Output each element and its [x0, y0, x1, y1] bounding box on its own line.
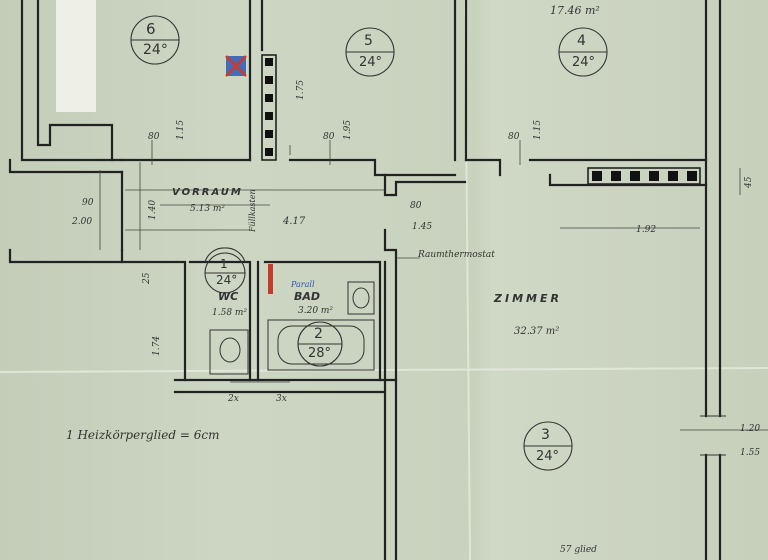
- wall: [8, 248, 187, 382]
- room-temp-6: 24°: [143, 42, 168, 58]
- room-number-1: 1: [220, 257, 228, 271]
- room-temp-5: 24°: [359, 55, 383, 70]
- wall: [383, 228, 398, 262]
- chimney-shaft: [587, 167, 701, 185]
- dimension-label: 90: [82, 198, 94, 208]
- room-number-5: 5: [364, 33, 373, 49]
- paper-patch: [56, 0, 96, 112]
- toilet-fixture: [209, 329, 249, 375]
- room-name-vorraum: VORRAUM: [172, 187, 243, 198]
- wall: [548, 173, 708, 187]
- meter-marker: [225, 55, 247, 77]
- wall: [288, 158, 457, 177]
- dimension-label: 1.45: [412, 222, 433, 232]
- radiator-mark: [268, 264, 273, 294]
- room-marker-4: [558, 27, 608, 77]
- room-area-vorraum: 5.13 m²: [190, 204, 226, 214]
- room-number-4: 4: [577, 33, 586, 49]
- dimension-label: 1.92: [636, 225, 657, 235]
- room-marker-1: [204, 252, 246, 294]
- room-name-bad: BAD: [294, 290, 321, 303]
- wall: [8, 158, 124, 174]
- dimension-label: 1.75: [296, 79, 306, 100]
- wall: [36, 0, 114, 162]
- dimension-label: 80: [508, 132, 520, 142]
- room-name-zimmer: ZIMMER: [494, 292, 562, 305]
- sink-fixture: [347, 281, 375, 315]
- dimension-label: 2.00: [72, 217, 93, 227]
- dimension-label: 1.15: [176, 119, 186, 140]
- room-temp-4: 24°: [572, 55, 596, 70]
- room-area-bad: 3.20 m²: [298, 306, 334, 316]
- wall: [263, 260, 382, 382]
- bottom-note: 57 glied: [560, 545, 597, 555]
- door-swing: [224, 247, 246, 263]
- element-count-a: 2x: [228, 394, 239, 404]
- room-number-2: 2: [314, 326, 323, 342]
- dimension-label: 45: [744, 176, 754, 188]
- room-area-wc: 1.58 m²: [212, 308, 248, 318]
- dimension-label: 1.55: [740, 448, 761, 458]
- dimension-label: 1.15: [533, 119, 543, 140]
- dimension-lines: [99, 140, 768, 431]
- room-name-wc: WC: [218, 290, 239, 303]
- heizkoerper-note: 1 Heizkörperglied = 6cm: [66, 428, 220, 442]
- wall: [464, 158, 502, 177]
- room-temp-3: 24°: [536, 449, 560, 464]
- room-number-6: 6: [146, 20, 156, 38]
- dimension-label: 1.95: [343, 119, 353, 140]
- room-marker-6: [130, 15, 180, 65]
- filler-label: Füllkasten: [248, 189, 257, 232]
- dimension-label: 25: [142, 272, 152, 284]
- dimension-label: 4.17: [283, 216, 306, 227]
- room-temp-2: 28°: [308, 346, 332, 361]
- element-count-b: 3x: [276, 394, 287, 404]
- parallel-label: Parall: [291, 280, 315, 289]
- dimension-label: 80: [323, 132, 335, 142]
- dimension-label: 1.40: [148, 199, 158, 220]
- room-area-zimmer: 32.37 m²: [514, 326, 560, 337]
- room-temp-1: 24°: [216, 273, 238, 287]
- bathtub-fixture: [267, 319, 375, 371]
- room-marker-2: [297, 321, 343, 367]
- room-number-3: 3: [541, 427, 550, 443]
- chimney-shaft: [261, 54, 277, 161]
- thermostat-label: Raumthermostat: [418, 250, 495, 260]
- wall: [20, 0, 124, 162]
- dimension-label: 80: [148, 132, 160, 142]
- room-marker-5: [345, 27, 395, 77]
- dimension-label: 1.20: [740, 424, 761, 434]
- dimension-label: 1.74: [152, 335, 162, 356]
- room-marker-3: [523, 421, 573, 471]
- wall: [188, 260, 252, 382]
- door-swing: [204, 247, 226, 263]
- room-area-4: 17.46 m²: [550, 4, 600, 17]
- dimension-label: 80: [410, 201, 422, 211]
- wall: [383, 173, 467, 197]
